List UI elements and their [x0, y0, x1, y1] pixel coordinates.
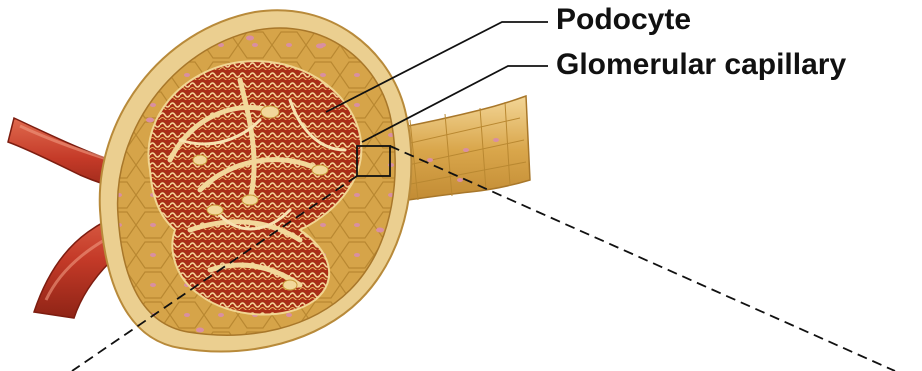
glomerular-capillary-label: Glomerular capillary	[556, 50, 846, 80]
podocyte-body	[261, 106, 279, 118]
podocyte-label: Podocyte	[556, 5, 691, 35]
